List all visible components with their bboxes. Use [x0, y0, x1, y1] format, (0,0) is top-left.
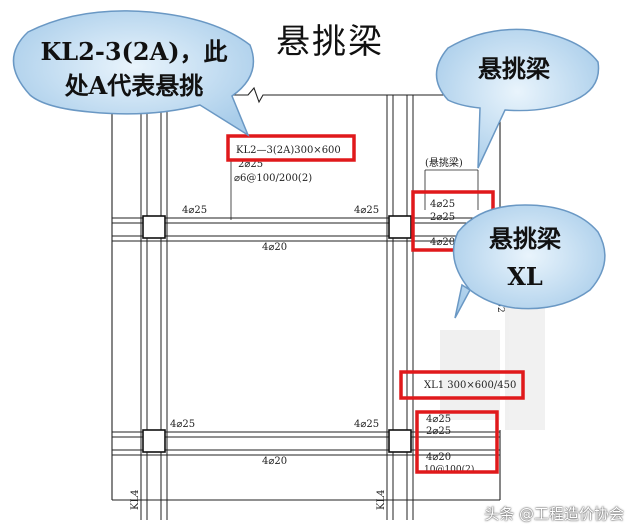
- bot-cant-stirrup: 10@100(2): [424, 464, 474, 475]
- columns: [142, 215, 412, 453]
- kl2-label: KL2—3(2A)300×600: [236, 145, 341, 156]
- top-beam-mid-top: 4⌀25: [354, 205, 379, 216]
- bot-beam-bottom: 4⌀20: [262, 456, 287, 467]
- top-beam-left-top: 4⌀25: [182, 205, 207, 216]
- callout-top-right-text: 悬挑梁: [478, 54, 550, 83]
- bot-beam-mid-top: 4⌀25: [354, 419, 379, 430]
- watermark: 头条 @工程造价协会: [484, 505, 624, 523]
- top-cant-bottom: 4⌀20: [430, 237, 455, 248]
- background-watermark: [440, 300, 545, 430]
- highlight-bottom-cantilever: [415, 410, 499, 474]
- highlight-boxes: [226, 134, 525, 474]
- callout-left: KL2-3(2A)，此 处A代表悬挑: [12, 10, 255, 137]
- callout-top-right: 悬挑梁: [435, 28, 600, 169]
- highlight-xl1: [399, 370, 525, 400]
- top-beam-bottom: 4⌀20: [262, 242, 287, 253]
- bracket-label: (悬挑梁): [425, 156, 463, 169]
- callout-mid-right: 悬挑梁 XL: [452, 204, 606, 319]
- callout-mid-right-line2: XL: [507, 262, 543, 291]
- kl2-top-rebar: 2⌀25: [238, 159, 263, 170]
- page-title: 悬挑梁: [276, 22, 384, 62]
- bot-beam-left-top: 4⌀25: [170, 419, 195, 430]
- top-cant-top1: 4⌀25: [430, 199, 455, 210]
- callout-left-line1: KL2-3(2A)，此: [40, 37, 227, 66]
- highlight-kl2: [226, 134, 356, 162]
- kl4-right: KL4: [376, 490, 387, 510]
- bot-cant-top2: 2⌀25: [426, 426, 451, 437]
- kl2-stirrup: ⌀6@100/200(2): [234, 173, 312, 184]
- bot-cant-bottom: 4⌀20: [426, 452, 451, 463]
- callout-left-line2: 处A代表悬挑: [64, 71, 204, 100]
- drawing-annotations: KL2—3(2A)300×600 2⌀25 ⌀6@100/200(2) (悬挑梁…: [130, 145, 516, 510]
- horizontal-beams: [112, 169, 500, 456]
- top-cant-top2: 2⌀25: [430, 212, 455, 223]
- kl4-left: KL4: [130, 490, 141, 510]
- xl1-label: XL1 300×600/450: [424, 380, 516, 391]
- bot-cant-top1: 4⌀25: [426, 414, 451, 425]
- callout-mid-right-line1: 悬挑梁: [489, 224, 561, 253]
